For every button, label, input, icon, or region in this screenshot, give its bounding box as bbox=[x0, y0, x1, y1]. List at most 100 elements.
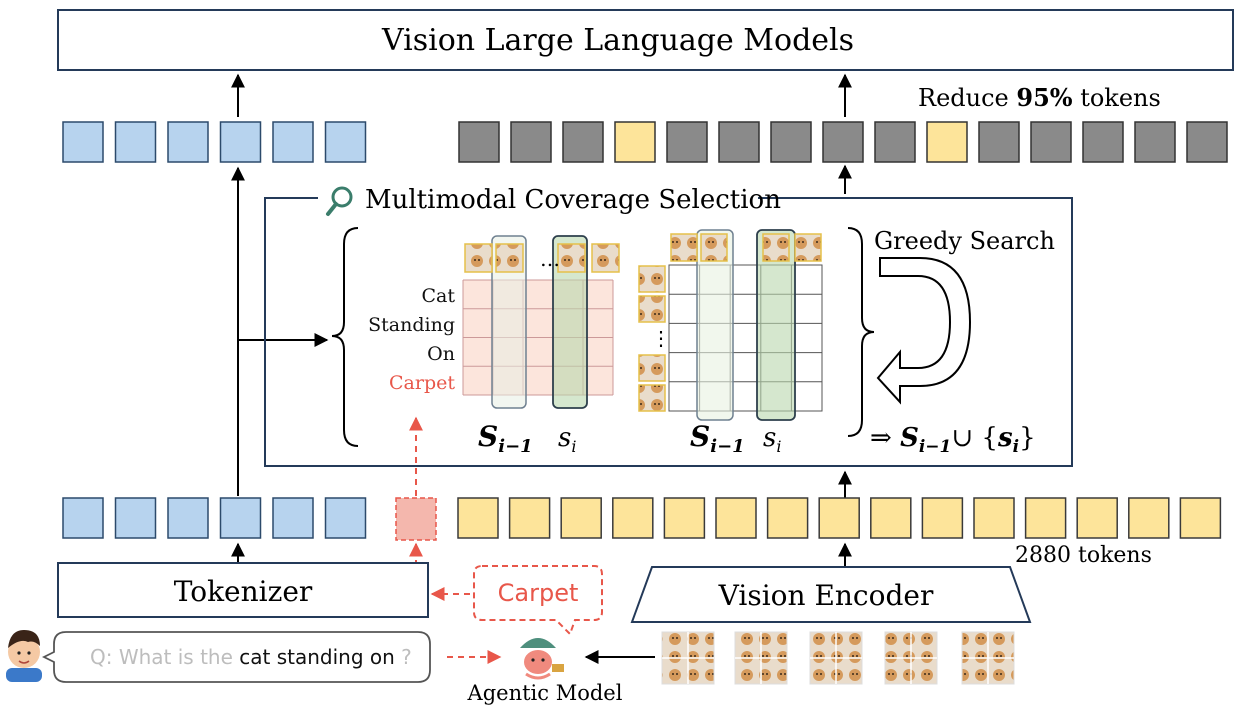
vision-token bbox=[1186, 121, 1228, 163]
svg-text:si: si bbox=[763, 423, 781, 456]
candidate-column bbox=[756, 229, 796, 421]
vision-token bbox=[818, 497, 860, 539]
vision-token bbox=[718, 121, 760, 163]
query-word: Carpet bbox=[389, 372, 455, 394]
text-token bbox=[167, 497, 209, 539]
thumbnail-image bbox=[762, 233, 790, 262]
text-token bbox=[272, 121, 314, 163]
text-token bbox=[324, 121, 367, 163]
vision-token bbox=[666, 121, 708, 163]
thumbnail-image bbox=[495, 243, 524, 273]
text-vision-similarity-grid bbox=[462, 235, 620, 409]
svg-text:si: si bbox=[558, 423, 576, 456]
thumbnail-image bbox=[670, 233, 698, 262]
carpet-token bbox=[395, 497, 437, 541]
vision-token bbox=[926, 121, 968, 163]
question-bubble: Q: What is the cat standing on ? bbox=[41, 631, 431, 683]
agent-output-bubble: Carpet bbox=[473, 565, 603, 636]
vision-token bbox=[978, 121, 1020, 163]
bottom-text-token-row bbox=[62, 497, 367, 539]
bottom-vision-token-row bbox=[457, 497, 1222, 539]
svg-text:Si−1: Si−1 bbox=[690, 420, 745, 457]
tokenizer-label: Tokenizer bbox=[174, 575, 313, 608]
greedy-search-label: Greedy Search bbox=[874, 227, 1055, 255]
candidate-column bbox=[552, 235, 588, 409]
vision-token bbox=[508, 497, 551, 539]
loop-arrow-icon bbox=[876, 257, 972, 405]
query-word: Standing bbox=[368, 314, 455, 336]
selection-label: Multimodal Coverage Selection bbox=[365, 185, 781, 215]
agent-mascot-icon bbox=[520, 638, 564, 680]
svg-text:Si−1: Si−1 bbox=[478, 420, 533, 457]
vision-token bbox=[874, 121, 916, 163]
vllm-box: Vision Large Language Models bbox=[57, 9, 1234, 71]
agent-label: Agentic Model bbox=[467, 681, 623, 705]
top-vision-token-row bbox=[458, 121, 1228, 163]
video-frames bbox=[661, 631, 1015, 685]
vision-token bbox=[1134, 121, 1176, 163]
grid2-labels: Si−1 si bbox=[690, 420, 781, 457]
tokenizer-box: Tokenizer bbox=[57, 562, 429, 618]
vision-token bbox=[973, 497, 1015, 539]
vision-token bbox=[870, 497, 912, 539]
text-token bbox=[114, 497, 157, 539]
text-token bbox=[62, 121, 104, 163]
vision-token bbox=[1024, 497, 1067, 539]
thumbnail-image bbox=[638, 354, 666, 382]
vision-token bbox=[715, 497, 757, 539]
vision-token bbox=[612, 497, 654, 539]
vision-encoder-label: Vision Encoder bbox=[718, 579, 934, 612]
selection-box: Multimodal Coverage Selection bbox=[264, 182, 1073, 467]
vision-token bbox=[458, 121, 500, 163]
top-text-token-row bbox=[62, 121, 367, 163]
vision-token bbox=[921, 497, 964, 539]
vision-token bbox=[562, 121, 604, 163]
user-avatar-icon bbox=[6, 630, 42, 682]
text-token bbox=[219, 497, 262, 539]
text-token bbox=[62, 497, 104, 539]
vision-token bbox=[770, 121, 812, 163]
left-brace bbox=[331, 227, 359, 447]
vision-encoder-box: Vision Encoder bbox=[630, 566, 1032, 623]
vision-token bbox=[766, 497, 809, 539]
text-token bbox=[219, 121, 262, 163]
vision-token bbox=[457, 497, 499, 539]
thumbnail-image bbox=[794, 233, 822, 262]
right-brace bbox=[847, 227, 875, 437]
thumbnail-image bbox=[591, 243, 620, 273]
thumbnail-image bbox=[638, 295, 666, 323]
grid1-labels: Si−1 si bbox=[478, 420, 576, 457]
thumbnail-image bbox=[557, 243, 586, 273]
thumbnail-image bbox=[700, 233, 728, 262]
text-token bbox=[272, 497, 314, 539]
vision-token bbox=[1076, 497, 1118, 539]
update-formula: ⇒ Si−1∪ {si} bbox=[870, 423, 1036, 457]
vision-token bbox=[1128, 497, 1170, 539]
thumbnail-image bbox=[638, 384, 666, 412]
vision-token bbox=[663, 497, 706, 539]
vision-token bbox=[1179, 497, 1222, 539]
vision-token bbox=[1082, 121, 1124, 163]
vision-token bbox=[560, 497, 602, 539]
vision-token bbox=[510, 121, 552, 163]
bubble-text: Carpet bbox=[498, 579, 579, 607]
question-text: Q: What is the cat standing on ? bbox=[90, 645, 412, 669]
text-token bbox=[167, 121, 209, 163]
thumb-ellipsis: … bbox=[540, 247, 560, 271]
selected-set-column bbox=[696, 229, 734, 421]
text-token bbox=[324, 497, 367, 539]
query-word: On bbox=[427, 343, 455, 365]
thumbnail-image bbox=[638, 265, 666, 293]
vision-token bbox=[614, 121, 656, 163]
vision-vision-similarity-grid bbox=[638, 229, 823, 421]
token-count-label: 2880 tokens bbox=[1015, 543, 1152, 568]
query-word: Cat bbox=[421, 285, 455, 307]
vllm-title: Vision Large Language Models bbox=[381, 23, 854, 58]
thumbnail-image bbox=[464, 243, 493, 273]
grid-background bbox=[668, 264, 823, 412]
vision-token bbox=[1030, 121, 1072, 163]
thumb-vertical-ellipsis: ⋮ bbox=[651, 326, 671, 350]
reduce-label: Reduce 95% tokens bbox=[918, 83, 1161, 112]
selected-set-column bbox=[491, 235, 527, 409]
